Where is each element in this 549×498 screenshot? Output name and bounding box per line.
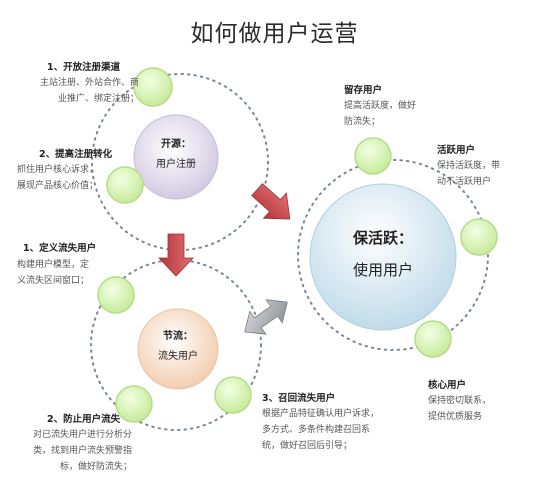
desc-line: 对已流失用户进行分析分: [32, 430, 132, 440]
satellite-boost-conversion: [106, 166, 144, 204]
desc-line: 标，做好防流失；: [59, 462, 132, 472]
hub-acquire-title: 开源：: [161, 139, 191, 150]
hub-acquire-subtitle: 用户注册: [156, 159, 196, 170]
node-active-users-title: 活跃用户: [437, 145, 476, 156]
desc-line: 义流失区间窗口；: [17, 276, 90, 286]
desc-line: 统，做好召回后引导；: [262, 441, 353, 451]
arrow-throttle-retain-bidirectional: [244, 299, 288, 335]
node-retained-users-title: 留存用户: [344, 85, 383, 96]
hub-throttle-circle: [137, 308, 219, 390]
satellite-recall-churn: [214, 376, 252, 414]
node-boost-conversion-desc: 抓住用户核心诉求， 展现产品核心价值；: [17, 162, 117, 194]
node-prevent-churn-title: 2、防止用户流失: [47, 414, 121, 425]
node-core-users-title: 核心用户: [428, 380, 467, 391]
satellite-prevent-churn: [115, 385, 153, 423]
node-define-churn-desc: 构建用户模型，定 义流失区间窗口；: [17, 257, 117, 289]
node-open-channels-title: 1、开放注册渠道: [47, 62, 121, 73]
arrow-acquire-to-retain: [251, 183, 291, 220]
desc-line: 动不活跃用户: [437, 177, 492, 187]
desc-line: 展现产品核心价值；: [17, 181, 99, 191]
node-boost-conversion-title: 2、提高注册转化: [39, 149, 113, 160]
orbit-throttle: [90, 259, 262, 431]
hub-acquire-label: 开源： 用户注册: [134, 135, 218, 175]
hub-throttle-subtitle: 流失用户: [158, 351, 198, 362]
node-open-channels-desc: 主站注册、外站合作、商 业推广、绑定注册；: [27, 75, 139, 107]
desc-line: 提供优质服务: [428, 412, 483, 422]
arrow-acquire-to-throttle: [158, 233, 194, 277]
desc-line: 多方式、多条件构建召回系: [262, 425, 371, 435]
desc-line: 防流失；: [344, 117, 381, 127]
hub-retain-subtitle: 使用用户: [352, 261, 413, 279]
hub-throttle-label: 节流： 流失用户: [138, 327, 218, 367]
desc-line: 构建用户模型，定: [17, 260, 90, 270]
satellite-open-channels: [133, 67, 173, 107]
hub-retain-circle: [309, 183, 457, 331]
satellite-active-users: [460, 218, 498, 256]
orbit-retain: [297, 159, 489, 351]
satellite-define-churn: [97, 276, 135, 314]
desc-line: 业推广、绑定注册；: [57, 94, 139, 104]
page-title: 如何做用户运营: [190, 21, 359, 47]
node-core-users-desc: 保持密切联系， 提供优质服务: [428, 393, 528, 425]
satellite-retained-users: [354, 137, 392, 175]
desc-line: 类，找到用户流失预警指: [32, 446, 132, 456]
node-define-churn-title: 1、定义流失用户: [23, 243, 97, 254]
desc-line: 主站注册、外站合作、商: [39, 78, 139, 88]
hub-throttle-title: 节流：: [163, 331, 193, 342]
node-retained-users-desc: 提高活跃度，做好 防流失；: [344, 98, 444, 130]
node-recall-churn-desc: 根据产品特征确认用户诉求， 多方式、多条件构建召回系 统，做好召回后引导；: [262, 406, 402, 454]
desc-line: 抓住用户核心诉求，: [17, 165, 99, 175]
satellites: [97, 67, 498, 423]
desc-line: 提高活跃度，做好: [344, 101, 417, 111]
desc-line: 保持活跃度，带: [437, 161, 501, 171]
satellite-core-users: [414, 320, 452, 358]
node-prevent-churn-desc: 对已流失用户进行分析分 类，找到用户流失预警指 标，做好防流失；: [12, 427, 132, 475]
hub-retain-title: 保活跃：: [352, 229, 413, 247]
desc-line: 根据产品特征确认用户诉求，: [262, 409, 380, 419]
desc-line: 保持密切联系，: [428, 396, 492, 406]
hub-retain-label: 保活跃： 使用用户: [310, 222, 456, 286]
node-active-users-desc: 保持活跃度，带 动不活跃用户: [437, 158, 537, 190]
hub-acquire-circle: [133, 114, 219, 200]
node-recall-churn-title: 3、召回流失用户: [262, 393, 336, 404]
